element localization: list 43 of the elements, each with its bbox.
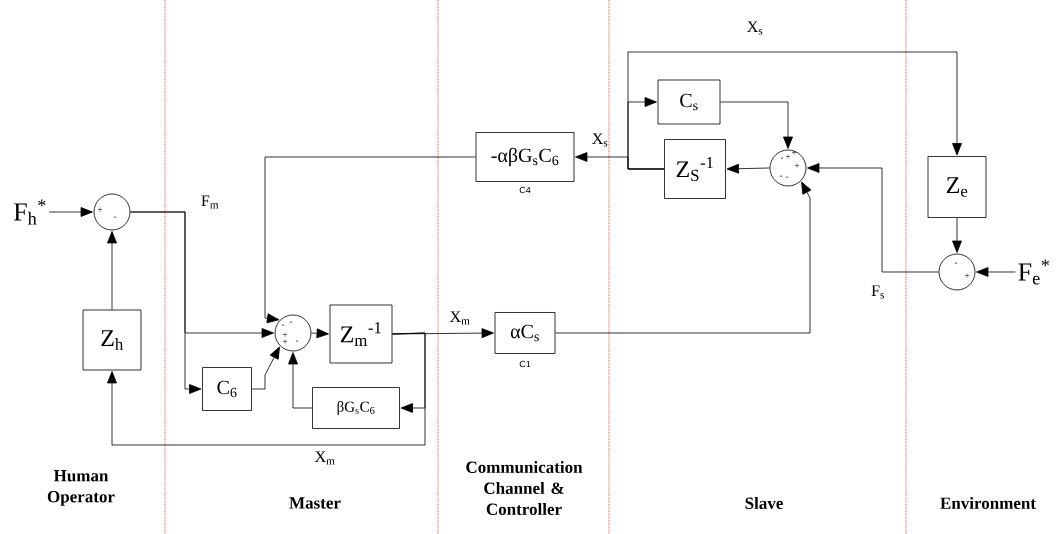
- block-box: C$_{6}$: [202, 367, 252, 411]
- arrow: [48, 207, 93, 217]
- arrow: [288, 352, 313, 409]
- arrow: [726, 163, 770, 174]
- summing-junction: + -: [93, 193, 131, 231]
- summing-junction: - +: [938, 253, 976, 291]
- arrow: [807, 163, 939, 273]
- block-caption: C4: [519, 186, 531, 194]
- input-label: F$_{h}$*: [13, 199, 46, 225]
- summing-junction: - - + + -: [274, 314, 312, 352]
- signal-label: X$_{s}$: [592, 133, 608, 147]
- signal-label: X$_{m}$: [314, 451, 335, 465]
- summing-junction: - + + + - -: [769, 149, 807, 187]
- signal-label: X$_{m}$: [449, 311, 470, 325]
- arrow: [720, 101, 793, 149]
- block-box: Z$_{h}$: [82, 309, 142, 371]
- block-box: -αβG$_{s}$C$_{6}$: [475, 132, 575, 182]
- arrow: [976, 267, 1016, 277]
- block-box: Z$_{m}$-1: [329, 304, 393, 364]
- arrow: [107, 231, 117, 310]
- arrow: [627, 51, 962, 170]
- arrow: [107, 332, 426, 446]
- column-heading: Communication Channel & Controller: [466, 461, 583, 515]
- arrow: [952, 217, 962, 253]
- block-box: Z$_{e}$: [927, 156, 987, 218]
- arrow: [555, 181, 812, 334]
- column-heading: Human Operator: [47, 470, 115, 506]
- column-heading: Master: [289, 497, 341, 509]
- block-box: αC$_{s}$: [494, 312, 556, 354]
- block-caption: C1: [519, 360, 531, 368]
- block-box: βG$_{s}$C$_{6}$: [312, 387, 400, 429]
- block-box: C$_{s}$: [657, 79, 721, 125]
- arrow: [264, 156, 476, 324]
- signal-label: F$_{m}$: [201, 195, 219, 209]
- signal-label: F$_{s}$: [871, 285, 884, 299]
- arrow: [311, 328, 329, 339]
- arrow: [130, 211, 202, 394]
- block-box: Z$_{S}$-1: [664, 139, 726, 199]
- input-label: F$_{e}$*: [1018, 259, 1049, 285]
- arrow: [251, 346, 280, 390]
- column-heading: Slave: [745, 497, 783, 509]
- signal-label: X$_{s}$: [747, 21, 763, 35]
- column-heading: Environment: [940, 497, 1036, 509]
